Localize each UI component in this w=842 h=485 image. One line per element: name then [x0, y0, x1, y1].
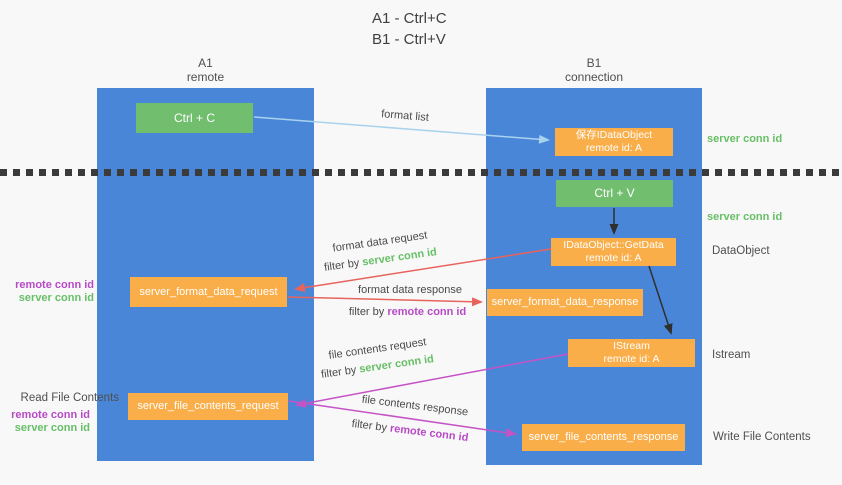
annotation-write-file-contents: Write File Contents	[713, 431, 811, 443]
node-ctrl-c: Ctrl + C	[136, 103, 253, 133]
filter-remote-conn-id-2: remote conn id	[389, 422, 469, 445]
label-filter-by-remote-conn-id-1: filter by remote conn id	[330, 306, 485, 318]
filter-by-text-3: filter by	[320, 364, 358, 381]
node-server-format-data-response: server_format_data_response	[487, 289, 643, 316]
filter-by-text-2: filter by	[348, 306, 385, 318]
node-idataobject-getdata: IDataObject::GetData remote id: A	[551, 238, 676, 266]
node-server-file-contents-request: server_file_contents_request	[128, 393, 288, 420]
filter-server-conn-id-2: server conn id	[358, 353, 435, 376]
annotation-server-conn-id-1: server conn id	[18, 292, 94, 304]
annotation-read-file-contents: Read File Contents	[20, 392, 119, 404]
annotation-conn-id-pair-2: remote conn id server conn id	[11, 409, 90, 435]
node-getdata-line2: remote id: A	[585, 252, 642, 264]
node-istream: IStream remote id: A	[568, 339, 695, 367]
title-line-2: B1 - Ctrl+V	[372, 31, 446, 48]
node-save-idataobject: 保存IDataObject remote id: A	[555, 128, 673, 156]
node-server-format-data-request: server_format_data_request	[130, 277, 287, 307]
filter-by-text-4: filter by	[351, 417, 388, 435]
dotted-divider-line	[0, 169, 842, 176]
lifeline-a1-subtitle: remote	[186, 70, 225, 84]
annotation-conn-id-pair-1: remote conn id server conn id	[15, 279, 94, 305]
annotation-istream: Istream	[712, 349, 751, 361]
node-istream-line1: IStream	[613, 340, 650, 352]
annotation-server-conn-id-2: server conn id	[14, 422, 90, 434]
lifeline-header-a1: A1 remote	[97, 56, 314, 84]
arrow-format-data-response	[287, 296, 483, 307]
lifeline-header-b1: B1 connection	[486, 56, 702, 84]
lifeline-b1-subtitle: connection	[564, 70, 624, 84]
filter-server-conn-id-1: server conn id	[361, 246, 438, 269]
lifeline-a1-title: A1	[198, 56, 213, 70]
node-save-idataobject-line1: 保存IDataObject	[575, 129, 653, 141]
filter-by-text-1: filter by	[323, 257, 361, 274]
node-ctrl-v: Ctrl + V	[556, 180, 673, 207]
label-filter-by-remote-conn-id-2: filter by remote conn id	[330, 415, 490, 446]
label-file-contents-response: file contents response	[361, 393, 469, 419]
label-format-list: format list	[380, 108, 430, 124]
annotation-remote-conn-id-1: remote conn id	[15, 279, 94, 291]
label-format-data-response: format data response	[358, 284, 462, 296]
annotation-server-conn-id-mid: server conn id	[707, 211, 783, 223]
node-getdata-line1: IDataObject::GetData	[563, 239, 664, 251]
diagram-title: A1 - Ctrl+C B1 - Ctrl+V	[372, 8, 447, 50]
lifeline-b1-title: B1	[586, 56, 602, 70]
annotation-server-conn-id-top: server conn id	[707, 133, 783, 145]
node-istream-line2: remote id: A	[603, 353, 660, 365]
node-save-idataobject-line2: remote id: A	[585, 142, 643, 154]
annotation-remote-conn-id-2: remote conn id	[11, 409, 90, 421]
node-server-file-contents-response: server_file_contents_response	[522, 424, 685, 451]
filter-remote-conn-id-1: remote conn id	[387, 306, 467, 318]
annotation-dataobject: DataObject	[712, 245, 770, 257]
title-line-1: A1 - Ctrl+C	[372, 10, 447, 27]
